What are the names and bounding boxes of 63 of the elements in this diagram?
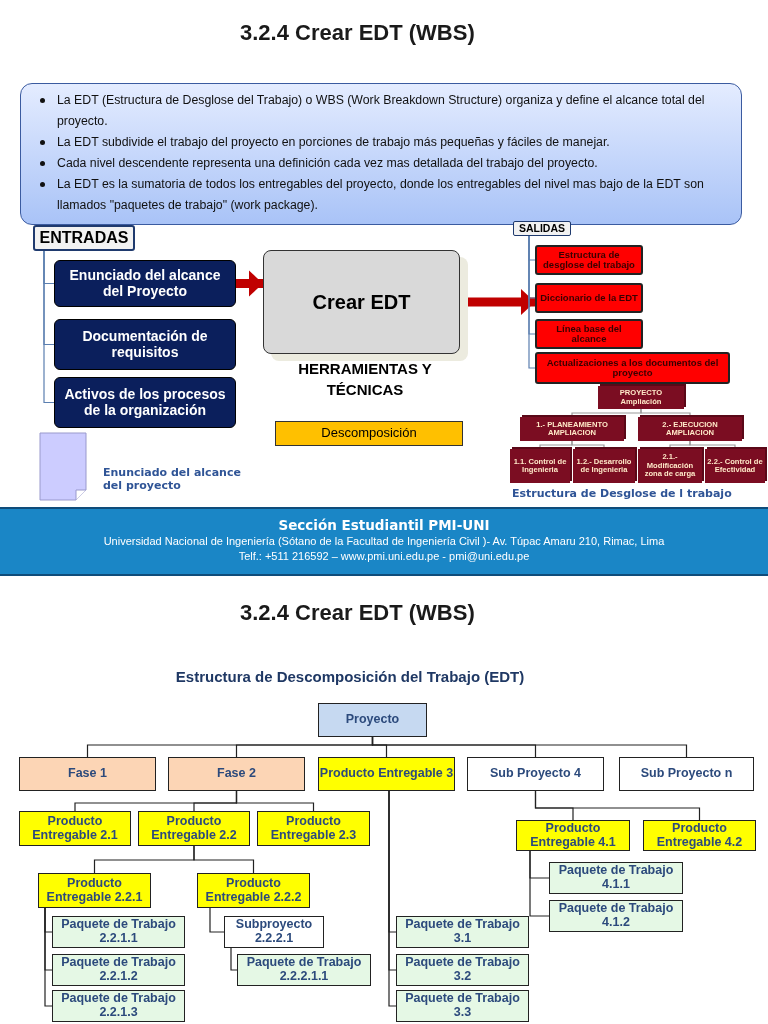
footer-band bbox=[0, 507, 768, 576]
connector-line bbox=[534, 790, 701, 821]
wbs-box: Sub Proyecto 4 bbox=[467, 757, 604, 791]
bullet-text: La EDT es la sumatoria de todos los entregables del proyecto, donde los entregables del nivel mas bajo de la EDT son llamados "paquetes de trabajo" (work package). bbox=[57, 177, 704, 212]
wbs-box: Paquete de Trabajo 4.1.1 bbox=[549, 862, 683, 894]
connector-line bbox=[209, 907, 225, 933]
connector-line bbox=[44, 907, 53, 1007]
connector-line bbox=[235, 790, 315, 812]
output-box: Actualizaciones a los documentos del proyecto bbox=[535, 352, 730, 384]
footer-title: Sección Estudiantil PMI-UNI bbox=[277, 517, 491, 534]
wbs-box: Producto Entregable 4.1 bbox=[516, 820, 630, 851]
output-box: Diccionario de la EDT bbox=[535, 283, 643, 313]
block-arrow bbox=[236, 270, 263, 297]
footer-address: Universidad Nacional de Ingeniería (Sótano de la Facultad de Ingeniería Civil )- Av. Túpac Amaru 210, Rimac, Lima bbox=[102, 534, 666, 549]
connector-line bbox=[571, 440, 605, 450]
slide-title: 3.2.4 Crear EDT (WBS) bbox=[240, 20, 475, 46]
wbs-box: Producto Entregable 2.2.1 bbox=[38, 873, 151, 908]
connector-line bbox=[528, 235, 536, 369]
wbs-box: Paquete de Trabajo 3.3 bbox=[396, 990, 529, 1022]
wbs-box: Fase 1 bbox=[19, 757, 156, 791]
connector-line bbox=[529, 850, 550, 917]
wbs-box: Paquete de Trabajo 2.2.1.2 bbox=[52, 954, 185, 986]
connector-line bbox=[43, 250, 55, 404]
wbs-box: Producto Entregable 2.3 bbox=[257, 811, 370, 846]
bullet-text: Cada nivel descendente representa una definición cada vez mas detallada del trabajo del proyecto. bbox=[57, 156, 598, 170]
caption: Estructura de Desglose de l trabajo bbox=[512, 487, 733, 500]
connector-line bbox=[689, 440, 736, 450]
wbs-box: Subproyecto 2.2.2.1 bbox=[224, 916, 324, 948]
wbs-box: Paquete de Trabajo 2.2.1.3 bbox=[52, 990, 185, 1022]
input-box: Activos de los procesos de la organización bbox=[54, 377, 236, 428]
wbs-box: Paquete de Trabajo 3.1 bbox=[396, 916, 529, 948]
wbs-box: Producto Entregable 2.2 bbox=[138, 811, 250, 846]
wbs-box: Paquete de Trabajo 4.1.2 bbox=[549, 900, 683, 932]
tool-box: Descomposición bbox=[275, 421, 463, 446]
output-box: Línea base del alcance bbox=[535, 319, 643, 349]
chart-heading: Estructura de Descomposición del Trabajo (EDT) bbox=[174, 668, 526, 685]
bullet-text: La EDT subdivide el trabajo del proyecto en porciones de trabajo más pequeñas y fáciles de manejar. bbox=[57, 135, 610, 149]
wbs-box: Producto Entregable 3 bbox=[318, 757, 455, 791]
connector-line bbox=[193, 845, 255, 874]
caption: Enunciado del alcance del proyecto bbox=[103, 466, 242, 492]
section-tag: ENTRADAS bbox=[33, 225, 135, 251]
wbs-box: Paquete de Trabajo 2.2.1.1 bbox=[52, 916, 185, 948]
wbs-box: Sub Proyecto n bbox=[619, 757, 754, 791]
wbs-box: Paquete de Trabajo 2.2.2.1.1 bbox=[237, 954, 371, 986]
bullet-text: La EDT (Estructura de Desglose del Trabajo) o WBS (Work Breakdown Structure) organiza y define el alcance total del proyecto. bbox=[57, 93, 705, 128]
connector-line bbox=[640, 408, 691, 418]
wbs-box: Fase 2 bbox=[168, 757, 305, 791]
output-box: Estructura de desglose del trabajo bbox=[535, 245, 643, 275]
input-box: Documentación de requisitos bbox=[54, 319, 236, 370]
wbs-box: Producto Entregable 2.1 bbox=[19, 811, 131, 846]
section-heading: HERRAMIENTAS Y TÉCNICAS bbox=[297, 359, 433, 400]
wbs-box: Producto Entregable 4.2 bbox=[643, 820, 756, 851]
input-box: Enunciado del alcance del Proyecto bbox=[54, 260, 236, 307]
wbs-box: Paquete de Trabajo 3.2 bbox=[396, 954, 529, 986]
footer-contact: Telf.: +511 216592 – www.pmi.uni.edu.pe - pmi@uni.edu.pe bbox=[237, 549, 531, 564]
wbs-box: Proyecto bbox=[318, 703, 427, 737]
connector-line bbox=[371, 736, 688, 758]
wbs-box: Producto Entregable 2.2.2 bbox=[197, 873, 310, 908]
connector-line bbox=[230, 947, 238, 971]
info-panel bbox=[20, 83, 742, 225]
connector-line bbox=[388, 790, 397, 1007]
section-tag: SALIDAS bbox=[513, 221, 571, 236]
slide-title: 3.2.4 Crear EDT (WBS) bbox=[240, 600, 476, 626]
